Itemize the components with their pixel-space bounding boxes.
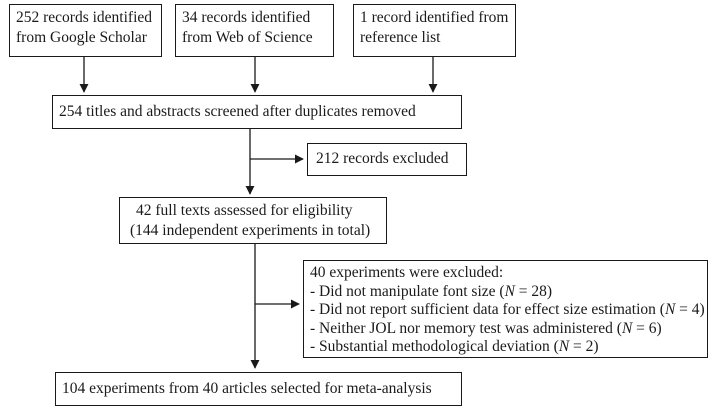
box-full-texts: 42 full texts assessed for eligibility (…	[119, 197, 387, 244]
box-google-scholar: 252 records identified from Google Schol…	[9, 4, 162, 57]
box-screened: 254 titles and abstracts screened after …	[52, 95, 462, 129]
box-excluded-records: 212 records excluded	[307, 143, 467, 176]
box-text: 104 experiments from 40 articles selecte…	[62, 380, 432, 397]
box-excluded-experiments: 40 experiments were excluded: - Did not …	[303, 260, 708, 358]
box-selected: 104 experiments from 40 articles selecte…	[55, 372, 462, 406]
box-text: from Google Scholar	[16, 29, 147, 46]
excluded-heading: 40 experiments were excluded:	[310, 264, 504, 281]
excluded-item: - Did not manipulate font size (N = 28)	[310, 282, 553, 300]
excluded-item: - Substantial methodological deviation (…	[310, 338, 599, 356]
box-text: 42 full texts assessed for eligibility	[136, 202, 353, 219]
box-text: 252 records identified	[16, 9, 153, 26]
excluded-item: - Neither JOL nor memory test was admini…	[310, 319, 662, 337]
box-text: 254 titles and abstracts screened after …	[59, 103, 416, 120]
box-text: reference list	[360, 29, 441, 46]
box-text: from Web of Science	[182, 29, 313, 46]
box-text: (144 independent experiments in total)	[130, 222, 371, 239]
box-reference-list: 1 record identified from reference list	[353, 4, 516, 57]
box-text: 34 records identified	[182, 9, 311, 26]
box-web-of-science: 34 records identified from Web of Scienc…	[175, 4, 334, 57]
excluded-item: - Did not report sufficient data for eff…	[310, 301, 705, 319]
box-text: 212 records excluded	[316, 150, 449, 167]
box-text: 1 record identified from	[360, 9, 509, 26]
